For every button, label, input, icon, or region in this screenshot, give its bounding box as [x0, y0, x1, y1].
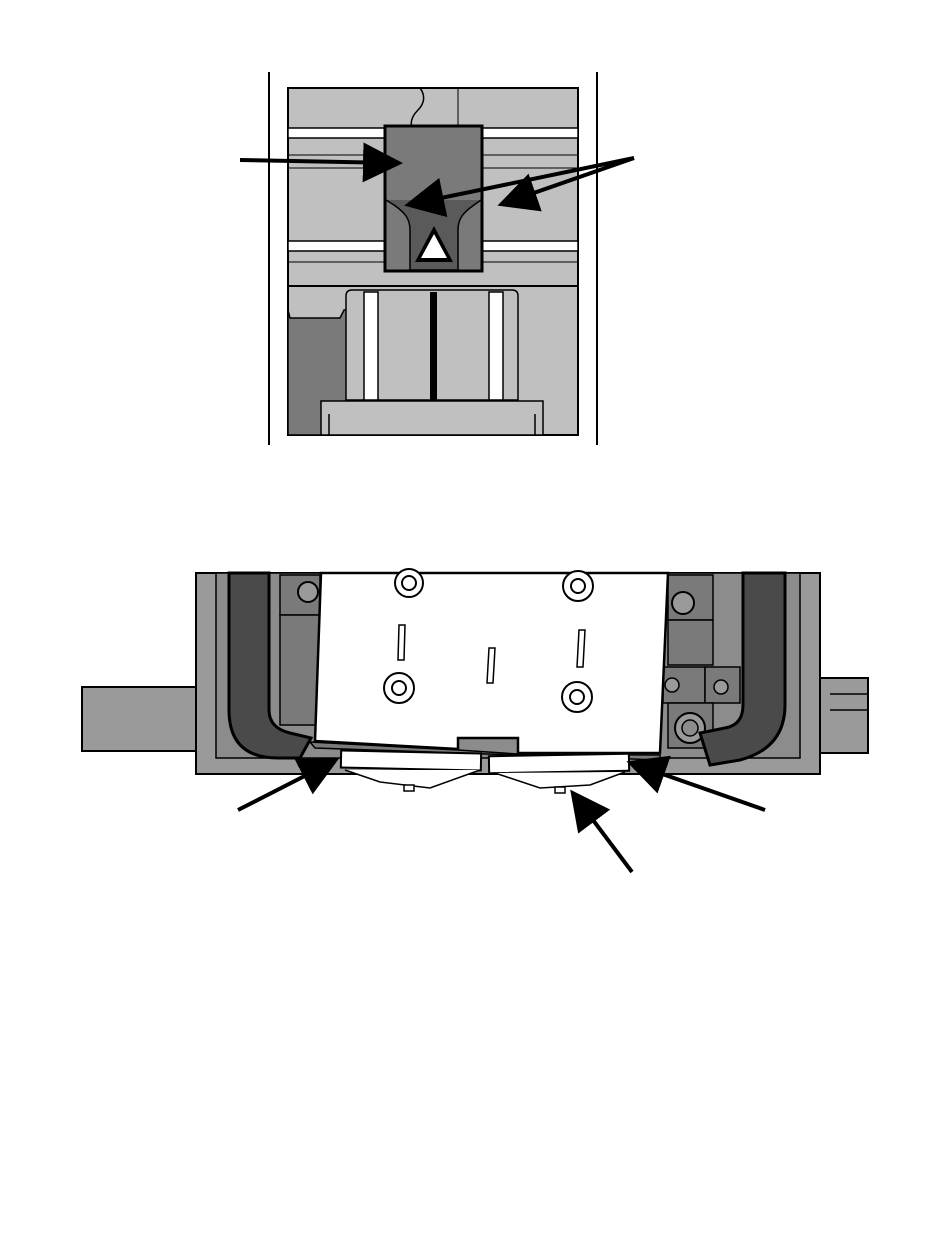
plate-slot-center — [487, 648, 495, 683]
right-small-screw-2 — [714, 680, 728, 694]
front-view-figure — [82, 569, 868, 872]
slot-right-white — [489, 292, 503, 400]
right-block-2 — [668, 620, 713, 665]
contact-left — [341, 751, 481, 771]
slot-center-dark — [430, 292, 437, 400]
nozzle-right-tip — [555, 787, 565, 793]
left-side-bar — [82, 687, 198, 751]
right-large-screw-inner — [682, 720, 698, 736]
callout-arrow-nozzle — [575, 796, 632, 872]
left-block-2 — [280, 615, 320, 725]
contact-right — [489, 754, 629, 773]
bottom-base-plate — [321, 401, 543, 435]
plate-screw-bottom-left — [384, 673, 414, 703]
plate-slot-right — [577, 630, 585, 667]
right-small-screw — [665, 678, 679, 692]
right-screw-top — [672, 592, 694, 614]
plate-slot-left — [398, 625, 405, 660]
top-view-figure — [240, 72, 634, 445]
nozzle-left-tip — [404, 785, 414, 791]
left-screw — [298, 582, 318, 602]
plate-screw-bottom-right — [562, 682, 592, 712]
right-side-bar — [818, 678, 868, 753]
plate-screw-top-left — [395, 569, 423, 597]
plate-screw-top-right — [563, 571, 593, 601]
slot-left-white — [364, 292, 378, 400]
nozzle-right — [495, 772, 625, 788]
